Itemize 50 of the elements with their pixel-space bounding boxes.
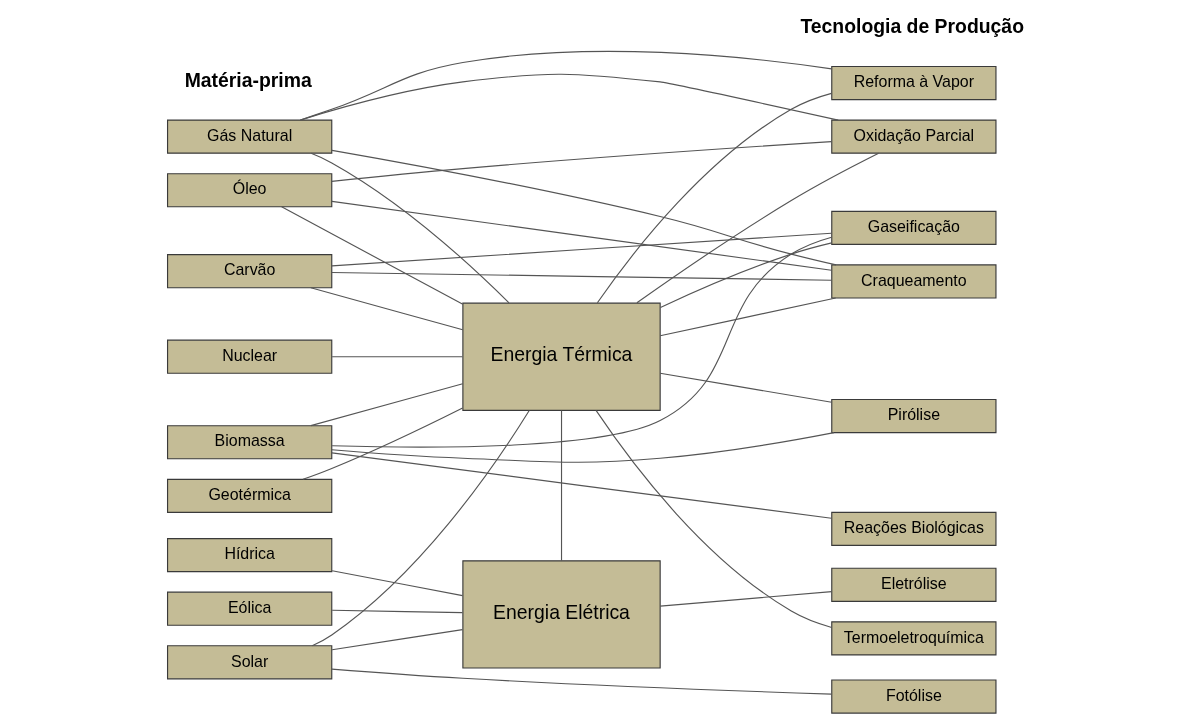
node-box: Solar <box>166 645 332 680</box>
node-box: Óleo <box>166 173 332 208</box>
node-box: Termoeletroquímica <box>830 621 997 656</box>
connector <box>309 383 463 427</box>
connector <box>331 609 463 614</box>
connector <box>659 372 832 403</box>
node-box: Reforma à Vapor <box>830 65 997 101</box>
node-box: Reações Biológicas <box>830 511 997 546</box>
node-box: Eólica <box>166 591 332 626</box>
connector <box>330 141 832 182</box>
connector <box>330 232 832 267</box>
node-box: Carvão <box>166 254 332 289</box>
node-box: Nuclear <box>166 339 332 374</box>
connector <box>331 570 463 597</box>
node-box: Gaseificação <box>830 210 997 245</box>
connector <box>331 236 832 448</box>
node-box: Eletrólise <box>830 567 997 602</box>
connector <box>330 668 832 695</box>
label: Matéria-prima <box>184 68 312 91</box>
connector <box>310 152 510 304</box>
node-box: Gás Natural <box>166 119 332 154</box>
node-box: Energia Térmica <box>461 302 661 411</box>
connector <box>301 407 463 480</box>
connector <box>330 432 835 463</box>
node-box: Pirólise <box>830 398 997 434</box>
node-box: Energia Elétrica <box>461 560 661 669</box>
connector <box>560 409 562 562</box>
node-box: Craqueamento <box>830 264 997 299</box>
connector <box>331 356 463 358</box>
connector <box>331 629 463 651</box>
node-box: Fotólise <box>830 679 997 714</box>
connector <box>299 73 839 121</box>
connector <box>635 152 879 304</box>
node-box: Hídrica <box>166 538 332 573</box>
connector <box>659 591 832 607</box>
label: Tecnologia de Produção <box>799 15 1024 38</box>
connector <box>330 149 837 266</box>
connector <box>330 200 832 271</box>
connector <box>330 271 832 281</box>
connector <box>659 297 836 337</box>
connector <box>280 206 463 305</box>
connector <box>596 92 832 304</box>
connector <box>594 409 832 628</box>
connector <box>311 409 530 647</box>
connector <box>309 287 463 331</box>
node-box: Oxidação Parcial <box>830 119 997 154</box>
node-box: Geotérmica <box>166 478 332 513</box>
connector <box>659 242 832 308</box>
connector <box>330 452 832 519</box>
node-box: Biomassa <box>166 425 332 460</box>
